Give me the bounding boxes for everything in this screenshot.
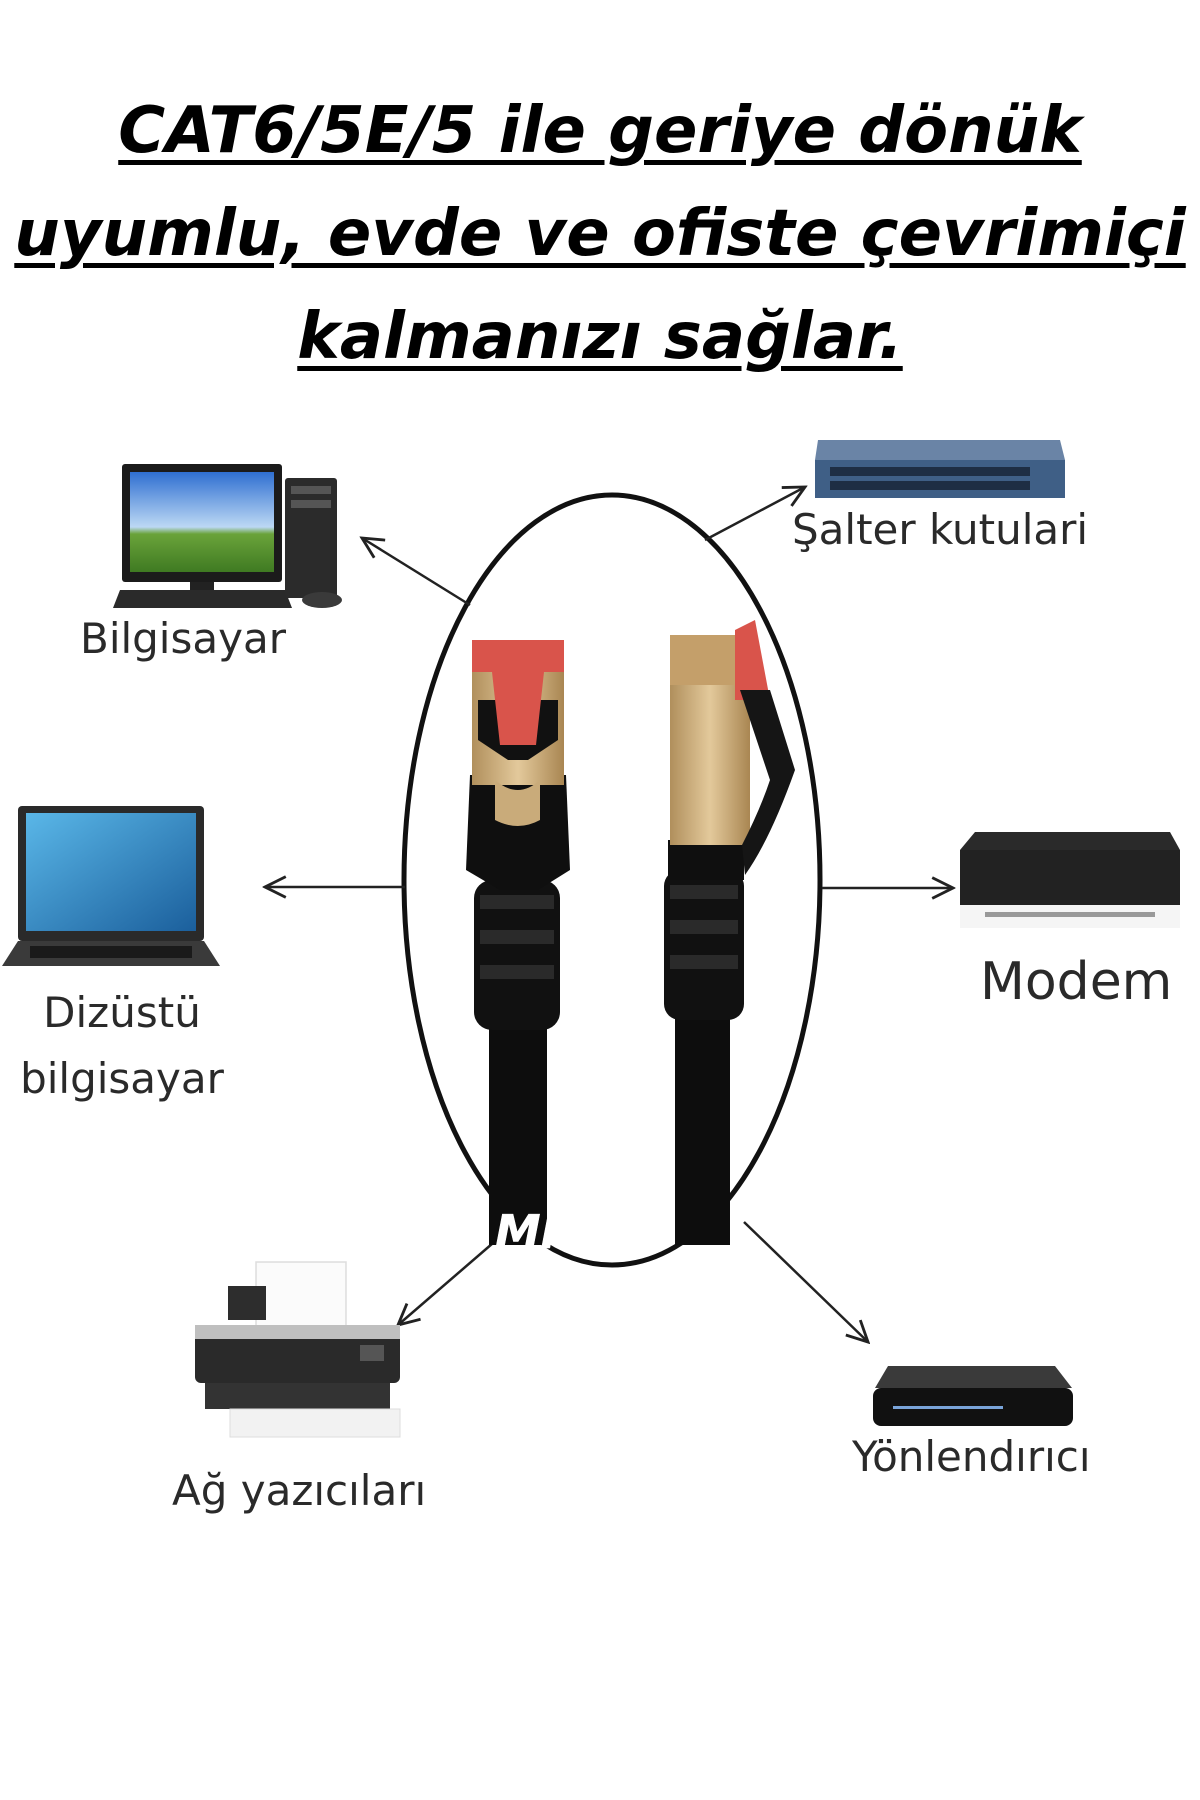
- label-laptop: Dizüstü bilgisayar: [4, 980, 240, 1112]
- arrow-to-computer: [362, 538, 471, 607]
- label-modem: Modem: [980, 952, 1173, 1012]
- laptop-icon: [2, 806, 220, 966]
- desktop-computer-icon: [113, 464, 342, 608]
- arrow-to-printer: [398, 1236, 501, 1325]
- right-cable-connector: [664, 620, 795, 1245]
- label-switch: Şalter kutulari: [792, 505, 1089, 554]
- headline-line-2: uyumlu, evde ve ofiste çevrimiçi: [14, 197, 1186, 271]
- router-icon: [873, 1366, 1073, 1426]
- label-printer: Ağ yazıcıları: [172, 1466, 427, 1515]
- headline-line-3: kalmanızı sağlar.: [297, 300, 903, 374]
- left-cable-connector: [466, 640, 570, 1245]
- modem-icon: [960, 832, 1180, 928]
- label-laptop-line-1: Dizüstü: [43, 988, 201, 1037]
- network-switch-icon: [815, 440, 1065, 498]
- printer-icon: [195, 1261, 401, 1438]
- headline: CAT6/5E/5 ile geriye dönük uyumlu, evde …: [0, 80, 1200, 389]
- cable-ellipse: [401, 492, 823, 1268]
- arrow-to-switch: [704, 487, 805, 542]
- label-computer: Bilgisayar: [80, 614, 286, 663]
- label-laptop-line-2: bilgisayar: [20, 1054, 224, 1103]
- label-router: Yönlendırıcı: [852, 1432, 1091, 1481]
- headline-line-1: CAT6/5E/5 ile geriye dönük: [118, 94, 1082, 168]
- cable-brand-text: MN6: [495, 1205, 611, 1259]
- arrow-to-router: [743, 1221, 868, 1342]
